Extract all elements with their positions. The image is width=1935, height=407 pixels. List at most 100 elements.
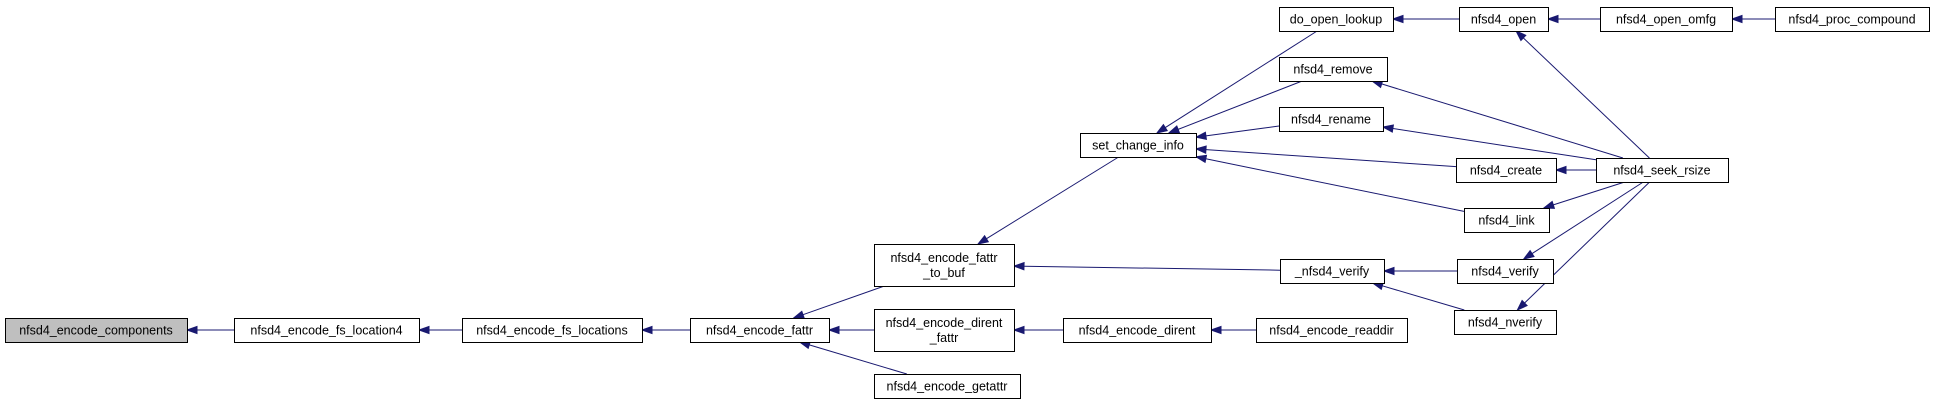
edge-arrowhead (1730, 14, 1743, 24)
node-box[interactable] (1456, 158, 1557, 183)
node-box[interactable] (1063, 318, 1212, 343)
node-label: nfsd4_encode_fs_location4 (250, 324, 402, 338)
function-node-do-open-lookup[interactable]: do_open_lookup (1279, 7, 1394, 32)
function-node-nfsd4-verify[interactable]: nfsd4_verify (1457, 259, 1554, 284)
call-edge-n15-n8 (1382, 266, 1457, 276)
node-box[interactable] (1080, 133, 1197, 158)
call-edge-n17-n9 (1209, 325, 1256, 335)
node-box[interactable] (874, 374, 1021, 399)
function-node-nfsd4-encode-fattr[interactable]: nfsd4_encode_fattr (690, 318, 830, 343)
node-box[interactable] (1457, 259, 1554, 284)
node-label: _nfsd4_verify (1294, 265, 1370, 279)
call-edge-n13-n7 (1194, 145, 1457, 168)
call-edge-n7-n4 (976, 156, 1119, 245)
edge-line (1205, 158, 1465, 212)
edge-arrowhead (1554, 165, 1567, 175)
function-node-nfsd4-seek-rsize[interactable]: nfsd4_seek_rsize (1596, 158, 1729, 183)
call-edge-n9-n5 (1012, 325, 1063, 335)
node-box[interactable] (1279, 7, 1394, 32)
edge-arrowhead (1194, 154, 1208, 164)
node-box[interactable] (1596, 158, 1729, 183)
node-box[interactable] (1459, 7, 1549, 32)
node-box[interactable] (874, 244, 1015, 287)
edge-line (1205, 125, 1280, 137)
edge-arrowhead (1546, 14, 1559, 24)
function-node-nfsd4-create[interactable]: nfsd4_create (1456, 158, 1557, 183)
edge-arrowhead (1194, 145, 1207, 154)
call-edge-n19-n14 (1542, 181, 1625, 209)
edge-line (809, 344, 907, 375)
node-label: nfsd4_encode_readdir (1269, 324, 1393, 338)
function-node-nfsd4-proc-compound[interactable]: nfsd4_proc_compound (1775, 7, 1930, 32)
node-box[interactable] (874, 309, 1015, 352)
node-label: nfsd4_create (1470, 164, 1542, 178)
call-edge-n19-n12 (1381, 124, 1597, 161)
function-node-nfsd4-encode-dirent[interactable]: nfsd4_encode_dirent (1063, 318, 1212, 343)
node-label: nfsd4_remove (1293, 63, 1372, 77)
edge-line (1524, 181, 1650, 304)
function-node-nfsd4-rename[interactable]: nfsd4_rename (1279, 107, 1384, 132)
edge-arrowhead (827, 325, 840, 335)
edge-arrowhead (1522, 249, 1535, 260)
node-box[interactable] (1256, 318, 1408, 343)
node-box[interactable] (5, 318, 188, 343)
function-node-nfsd4-encode-components[interactable]: nfsd4_encode_components (5, 318, 188, 343)
call-edge-n20-n18 (1546, 14, 1600, 24)
call-edge-n19-n18 (1515, 29, 1650, 159)
node-label: nfsd4_encode_components (19, 324, 173, 338)
call-edge-n14-n7 (1194, 154, 1465, 212)
node-box[interactable] (690, 318, 830, 343)
function-node-nfsd4-encode-fattr-to-buf[interactable]: nfsd4_encode_fattr_to_buf (874, 244, 1015, 287)
edge-arrowhead (1542, 200, 1556, 209)
function-node-nfsd4-encode-readdir[interactable]: nfsd4_encode_readdir (1256, 318, 1408, 343)
node-box[interactable] (1464, 208, 1550, 233)
node-box[interactable] (1279, 107, 1384, 132)
function-node-nfsd4-open[interactable]: nfsd4_open (1459, 7, 1549, 32)
node-box[interactable] (1280, 259, 1385, 284)
node-label: nfsd4_nverify (1468, 316, 1543, 330)
function-node-nfsd4-open-omfg[interactable]: nfsd4_open_omfg (1600, 7, 1733, 32)
edge-arrowhead (1012, 261, 1025, 271)
node-label: nfsd4_open_omfg (1616, 13, 1716, 27)
edge-line (1177, 80, 1303, 130)
call-edge-n18-n10 (1391, 14, 1459, 24)
edge-line (1531, 181, 1644, 255)
node-label: nfsd4_encode_dirent (1079, 324, 1196, 338)
node-label: set_change_info (1092, 139, 1184, 153)
function-node-nfsd4-encode-fs-location4[interactable]: nfsd4_encode_fs_location4 (234, 318, 420, 343)
node-box[interactable] (1279, 57, 1388, 82)
function-node-nfsd4-link[interactable]: nfsd4_link (1464, 208, 1550, 233)
function-nodes: nfsd4_encode_components nfsd4_encode_fs_l… (5, 7, 1930, 399)
function-node-nfsd4-nverify[interactable]: nfsd4_nverify (1454, 310, 1557, 335)
node-box[interactable] (1454, 310, 1557, 335)
call-edge-n2-n1 (417, 325, 462, 335)
node-box[interactable] (462, 318, 643, 343)
function-node-nfsd4-encode-getattr[interactable]: nfsd4_encode_getattr (874, 374, 1021, 399)
function-node-nfsd4-remove[interactable]: nfsd4_remove (1279, 57, 1388, 82)
node-label: nfsd4_link (1478, 214, 1535, 228)
call-edge-n4-n3 (792, 285, 885, 319)
node-box[interactable] (1600, 7, 1733, 32)
edge-line (1382, 285, 1465, 311)
function-node-nfsd4-encode-fs-locations[interactable]: nfsd4_encode_fs_locations (462, 318, 643, 343)
edge-line (1553, 181, 1625, 206)
function-node-nfsd4-encode-dirent-fattr[interactable]: nfsd4_encode_dirent_fattr (874, 309, 1015, 352)
node-label: nfsd4_encode_fattr (890, 251, 997, 265)
edge-arrowhead (1391, 14, 1404, 24)
edge-line (1522, 37, 1650, 159)
edge-arrowhead (1167, 125, 1181, 134)
function-node-set-change-info[interactable]: set_change_info (1080, 133, 1197, 158)
node-label: nfsd4_encode_fattr (706, 324, 813, 338)
call-edge-n5-n3 (827, 325, 874, 335)
call-edge-n1-n0 (185, 325, 234, 335)
function-node--nfsd4-verify[interactable]: _nfsd4_verify (1280, 259, 1385, 284)
call-edges (185, 14, 1775, 375)
edge-line (1381, 83, 1624, 159)
edge-arrowhead (1012, 325, 1025, 335)
call-edge-n19-n15 (1522, 181, 1644, 260)
call-edge-n12-n7 (1194, 125, 1280, 141)
node-box[interactable] (234, 318, 420, 343)
node-box[interactable] (1775, 7, 1930, 32)
edge-line (1392, 128, 1597, 161)
